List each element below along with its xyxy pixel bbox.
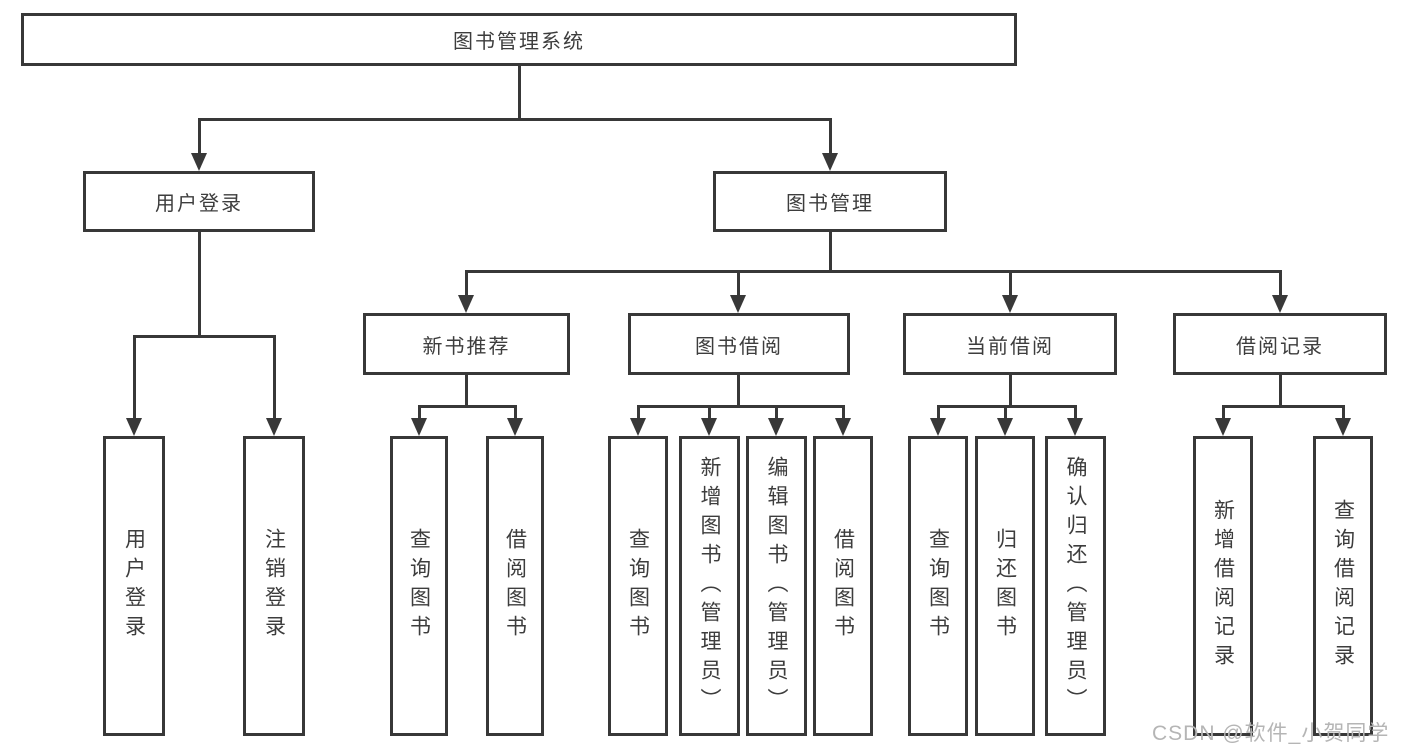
node-book-borrow: 图书借阅: [628, 313, 850, 375]
connector-line: [937, 405, 940, 421]
leaf-logout: 注销登录: [243, 436, 305, 736]
connector-line: [518, 66, 521, 121]
arrow-down-icon: [835, 418, 851, 436]
leaf-borrow-books-b: 借阅图书: [813, 436, 873, 736]
connector-line: [198, 118, 201, 156]
arrow-down-icon: [458, 295, 474, 313]
connector-line: [1009, 270, 1012, 298]
node-root: 图书管理系统: [21, 13, 1017, 66]
connector-line: [133, 335, 136, 420]
connector-line: [273, 335, 276, 420]
connector-line: [637, 405, 640, 421]
leaf-borrow-books-a-label: 借阅图书: [503, 528, 527, 644]
node-current-borrow-label: 当前借阅: [966, 335, 1054, 358]
connector-line: [465, 375, 468, 408]
connector-line: [1222, 405, 1345, 408]
leaf-query-books-c: 查询图书: [908, 436, 968, 736]
connector-line: [1009, 375, 1012, 408]
leaf-add-record-label: 新增借阅记录: [1211, 499, 1235, 673]
connector-line: [1279, 270, 1282, 298]
connector-line: [418, 405, 517, 408]
node-new-book-rec-label: 新书推荐: [422, 335, 511, 358]
leaf-query-books-b: 查询图书: [608, 436, 668, 736]
arrow-down-icon: [730, 295, 746, 313]
arrow-down-icon: [1272, 295, 1288, 313]
leaf-confirm-return-label: 确认归还（管理员）: [1064, 455, 1087, 717]
connector-line: [842, 405, 845, 421]
connector-line: [133, 335, 276, 338]
connector-line: [465, 270, 468, 298]
leaf-query-record-label: 查询借阅记录: [1331, 499, 1355, 673]
node-borrow-records-label: 借阅记录: [1236, 335, 1324, 358]
node-book-mgmt-label: 图书管理: [786, 193, 874, 215]
arrow-down-icon: [266, 418, 282, 436]
arrow-down-icon: [411, 418, 427, 436]
connector-line: [1004, 405, 1007, 421]
arrow-down-icon: [1335, 418, 1351, 436]
connector-line: [937, 405, 1077, 408]
leaf-return-books-label: 归还图书: [993, 528, 1017, 644]
arrow-down-icon: [930, 418, 946, 436]
leaf-borrow-books-b-label: 借阅图书: [831, 528, 855, 644]
node-book-borrow-label: 图书借阅: [695, 335, 783, 358]
leaf-query-books-a-label: 查询图书: [407, 528, 431, 644]
arrow-down-icon: [822, 153, 838, 171]
arrow-down-icon: [1002, 295, 1018, 313]
node-root-label: 图书管理系统: [453, 31, 585, 53]
connector-line: [737, 375, 740, 408]
node-book-mgmt: 图书管理: [713, 171, 947, 232]
arrow-down-icon: [191, 153, 207, 171]
arrow-down-icon: [507, 418, 523, 436]
connector-line: [637, 405, 845, 408]
connector-line: [829, 232, 832, 273]
arrow-down-icon: [1067, 418, 1083, 436]
arrow-down-icon: [997, 418, 1013, 436]
connector-line: [198, 232, 201, 338]
connector-line: [708, 405, 711, 421]
leaf-edit-books: 编辑图书（管理员）: [746, 436, 807, 736]
connector-line: [514, 405, 517, 421]
node-new-book-rec: 新书推荐: [363, 313, 570, 375]
connector-line: [775, 405, 778, 421]
leaf-query-books-c-label: 查询图书: [926, 528, 950, 644]
leaf-user-login: 用户登录: [103, 436, 165, 736]
connector-line: [829, 118, 832, 156]
leaf-logout-label: 注销登录: [262, 528, 286, 644]
connector-line: [418, 405, 421, 421]
leaf-edit-books-label: 编辑图书（管理员）: [765, 455, 788, 717]
leaf-query-books-b-label: 查询图书: [626, 528, 650, 644]
node-borrow-records: 借阅记录: [1173, 313, 1387, 375]
node-user-login: 用户登录: [83, 171, 315, 232]
arrow-down-icon: [126, 418, 142, 436]
leaf-add-books: 新增图书（管理员）: [679, 436, 740, 736]
leaf-return-books: 归还图书: [975, 436, 1035, 736]
node-current-borrow: 当前借阅: [903, 313, 1117, 375]
leaf-add-record: 新增借阅记录: [1193, 436, 1253, 736]
csdn-watermark: CSDN @软件_小贺同学: [1152, 722, 1390, 745]
connector-line: [1279, 375, 1282, 408]
node-user-login-label: 用户登录: [155, 193, 243, 215]
arrow-down-icon: [1215, 418, 1231, 436]
connector-line: [1222, 405, 1225, 421]
arrow-down-icon: [768, 418, 784, 436]
arrow-down-icon: [630, 418, 646, 436]
leaf-query-record: 查询借阅记录: [1313, 436, 1373, 736]
leaf-borrow-books-a: 借阅图书: [486, 436, 544, 736]
leaf-query-books-a: 查询图书: [390, 436, 448, 736]
connector-line: [198, 118, 832, 121]
arrow-down-icon: [701, 418, 717, 436]
leaf-add-books-label: 新增图书（管理员）: [698, 455, 721, 717]
connector-line: [737, 270, 740, 298]
connector-line: [465, 270, 1282, 273]
connector-line: [1074, 405, 1077, 421]
connector-line: [1342, 405, 1345, 421]
leaf-user-login-label: 用户登录: [122, 528, 146, 644]
leaf-confirm-return: 确认归还（管理员）: [1045, 436, 1106, 736]
